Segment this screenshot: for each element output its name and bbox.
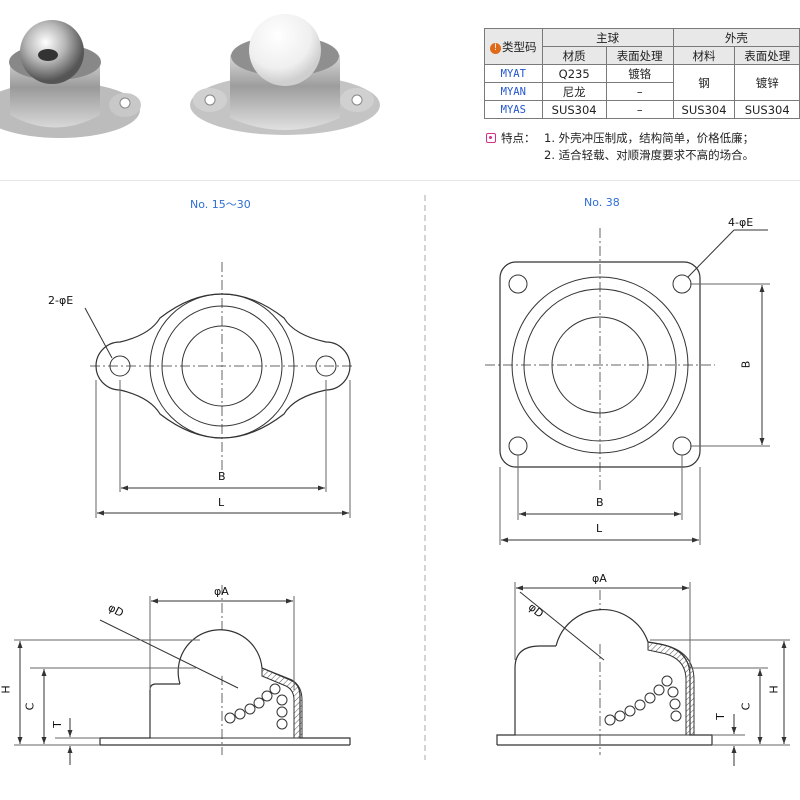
dim-a-right: φA: [592, 572, 607, 585]
header-type-code: !类型码: [484, 28, 543, 65]
header-shell-material: 材料: [672, 46, 736, 65]
divider: [0, 180, 800, 181]
dim-b-left: B: [218, 470, 226, 483]
dim-c-right: C: [739, 702, 753, 711]
header-shell-surface: 表面处理: [734, 46, 800, 65]
hole-label-left: 2-φE: [48, 294, 74, 307]
dim-l-right: L: [596, 522, 603, 535]
features-note: 特点： 1. 外壳冲压制成，结构简单，价格低廉； 2. 适合轻载、对顺滑度要求不…: [484, 130, 754, 164]
dim-h-right: H: [767, 685, 781, 694]
header-material: 材质: [541, 46, 607, 65]
shell-material-merged: 钢: [672, 64, 736, 101]
dim-t-left: T: [50, 721, 64, 728]
dim-h-left: H: [0, 685, 13, 694]
table-row: MYAT Q235 镀铬 钢 镀锌: [484, 64, 800, 101]
dim-c-left: C: [23, 702, 37, 711]
dim-a-left: φA: [214, 585, 229, 598]
dim-b-vertical-right: B: [739, 360, 753, 369]
right-top-view: [485, 228, 770, 545]
dim-b-right: B: [596, 496, 604, 509]
drawing-title-left: No. 15～30: [190, 198, 251, 211]
drawing-title-right: No. 38: [584, 196, 620, 209]
dim-l-left: L: [218, 496, 225, 509]
right-side-view: [496, 582, 790, 766]
left-side-view: [14, 585, 351, 765]
left-top-view: [84, 262, 355, 518]
table-row: MYAS SUS304 – SUS304 SUS304: [484, 100, 800, 119]
dim-t-right: T: [713, 713, 727, 720]
warning-badge-icon: !: [490, 42, 502, 54]
note-icon: [486, 133, 496, 143]
header-shell: 外壳: [672, 28, 800, 47]
product-photo-nylon-ball: [185, 0, 385, 160]
product-photo-steel-ball: [0, 0, 150, 160]
hole-label-right: 4-φE: [728, 216, 754, 229]
table-row: MYAN 尼龙 –: [484, 82, 800, 101]
spec-table: !类型码 主球 外壳 材质 表面处理 材料 表面处理 MYAT Q235 镀铬 …: [484, 28, 800, 119]
